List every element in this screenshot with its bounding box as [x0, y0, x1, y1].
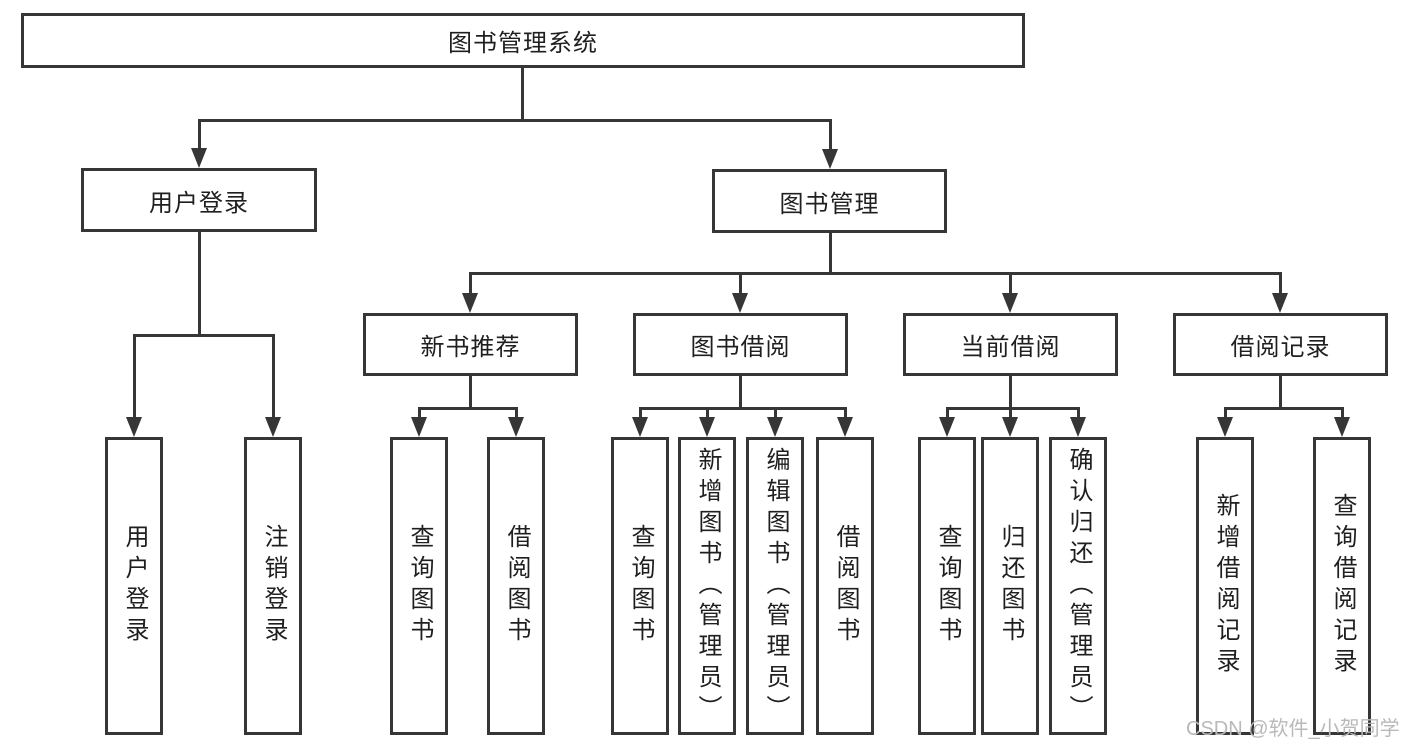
- arrowhead-down-icon: [1070, 417, 1086, 437]
- leaf-bb-borrow-book: 借阅图书: [816, 437, 874, 735]
- leaf-cb-confirm-return-admin: 确认归还（管理员）: [1049, 437, 1107, 735]
- connector-user-login-stem: [198, 231, 201, 336]
- connector-to-leaf: [1341, 407, 1344, 420]
- leaf-user-login-label: 用户登录: [121, 524, 148, 648]
- connector-to-leaf: [1224, 407, 1227, 420]
- connector-to-leaf-user-login: [133, 334, 136, 419]
- connector-new-book-recommend-hbar: [418, 407, 518, 410]
- connector-to-leaf-logout: [272, 334, 275, 419]
- connector-to-leaf: [1009, 407, 1012, 420]
- connector-borrow-records-hbar: [1224, 407, 1343, 410]
- connector-to-leaf: [946, 407, 949, 420]
- leaf-logout: 注销登录: [244, 437, 302, 735]
- connector-to-leaf: [844, 407, 847, 420]
- leaf-cb-query-book-label: 查询图书: [934, 524, 961, 648]
- connector-to-current-borrow: [1009, 272, 1012, 296]
- leaf-nb-query-book-label: 查询图书: [406, 524, 433, 648]
- arrowhead-down-icon: [732, 293, 748, 313]
- connector-to-leaf: [1077, 407, 1080, 420]
- arrowhead-down-icon: [837, 417, 853, 437]
- connector-to-book-borrow: [739, 272, 742, 296]
- leaf-bb-query-book-label: 查询图书: [627, 524, 654, 648]
- arrowhead-down-icon: [1217, 417, 1233, 437]
- node-new-book-recommend-label: 新书推荐: [420, 334, 521, 361]
- connector-book-borrow-stem: [739, 375, 742, 409]
- arrowhead-down-icon: [126, 417, 142, 437]
- arrowhead-down-icon: [1002, 293, 1018, 313]
- leaf-bb-query-book: 查询图书: [611, 437, 669, 735]
- arrowhead-down-icon: [939, 417, 955, 437]
- arrowhead-down-icon: [699, 417, 715, 437]
- node-borrow-records-label: 借阅记录: [1230, 334, 1331, 361]
- arrowhead-down-icon: [1272, 293, 1288, 313]
- connector-to-leaf: [706, 407, 709, 420]
- csdn-watermark: CSDN @软件_小贺同学: [1186, 718, 1400, 740]
- leaf-bb-edit-book-admin-label: 编辑图书（管理员）: [762, 446, 789, 726]
- leaf-bb-borrow-book-label: 借阅图书: [832, 524, 859, 648]
- connector-to-leaf: [418, 407, 421, 420]
- leaf-logout-label: 注销登录: [260, 524, 287, 648]
- node-book-borrow-label: 图书借阅: [690, 334, 791, 361]
- leaf-cb-return-book-label: 归还图书: [997, 524, 1024, 648]
- node-borrow-records: 借阅记录: [1173, 313, 1388, 376]
- connector-level2-hbar: [469, 272, 1282, 275]
- node-current-borrow: 当前借阅: [903, 313, 1118, 376]
- leaf-br-query-record: 查询借阅记录: [1313, 437, 1371, 735]
- leaf-cb-confirm-return-admin-label: 确认归还（管理员）: [1065, 446, 1092, 726]
- node-new-book-recommend: 新书推荐: [363, 313, 578, 376]
- leaf-cb-return-book: 归还图书: [981, 437, 1039, 735]
- leaf-nb-borrow-book: 借阅图书: [487, 437, 545, 735]
- arrowhead-down-icon: [1002, 417, 1018, 437]
- connector-to-leaf: [774, 407, 777, 420]
- arrowhead-down-icon: [632, 417, 648, 437]
- leaf-br-query-record-label: 查询借阅记录: [1329, 493, 1356, 679]
- node-book-management-label: 图书管理: [779, 190, 880, 218]
- leaf-user-login: 用户登录: [105, 437, 163, 735]
- leaf-nb-borrow-book-label: 借阅图书: [503, 524, 530, 648]
- node-current-borrow-label: 当前借阅: [960, 334, 1061, 361]
- arrowhead-down-icon: [508, 417, 524, 437]
- connector-to-leaf: [639, 407, 642, 420]
- node-root: 图书管理系统: [21, 13, 1025, 68]
- connector-to-user-login: [198, 119, 201, 151]
- connector-to-leaf: [515, 407, 518, 420]
- leaf-br-add-record: 新增借阅记录: [1196, 437, 1254, 735]
- arrowhead-down-icon: [411, 417, 427, 437]
- arrowhead-down-icon: [1334, 417, 1350, 437]
- arrowhead-down-icon: [265, 417, 281, 437]
- arrowhead-down-icon: [191, 148, 207, 168]
- leaf-br-add-record-label: 新增借阅记录: [1212, 493, 1239, 679]
- arrowhead-down-icon: [462, 293, 478, 313]
- connector-book-management-stem: [829, 232, 832, 274]
- connector-user-login-hbar: [133, 334, 275, 337]
- connector-current-borrow-hbar: [946, 407, 1079, 410]
- arrowhead-down-icon: [767, 417, 783, 437]
- connector-level1-hbar: [198, 119, 832, 122]
- leaf-cb-query-book: 查询图书: [918, 437, 976, 735]
- connector-to-book-management: [829, 119, 832, 152]
- connector-current-borrow-stem: [1009, 375, 1012, 409]
- node-user-login-label: 用户登录: [149, 189, 249, 217]
- connector-borrow-records-stem: [1279, 375, 1282, 409]
- leaf-bb-add-book-admin: 新增图书（管理员）: [678, 437, 736, 735]
- connector-book-borrow-hbar: [639, 407, 846, 410]
- leaf-bb-edit-book-admin: 编辑图书（管理员）: [746, 437, 804, 735]
- connector-to-new-book-recommend: [469, 272, 472, 296]
- connector-new-book-recommend-stem: [469, 375, 472, 409]
- node-user-login: 用户登录: [81, 168, 317, 232]
- arrowhead-down-icon: [822, 149, 838, 169]
- node-book-management: 图书管理: [712, 169, 947, 233]
- connector-to-borrow-records: [1279, 272, 1282, 296]
- node-book-borrow: 图书借阅: [633, 313, 848, 376]
- node-root-label: 图书管理系统: [448, 30, 598, 57]
- connector-root-stem: [521, 67, 524, 121]
- leaf-nb-query-book: 查询图书: [390, 437, 448, 735]
- leaf-bb-add-book-admin-label: 新增图书（管理员）: [694, 446, 721, 726]
